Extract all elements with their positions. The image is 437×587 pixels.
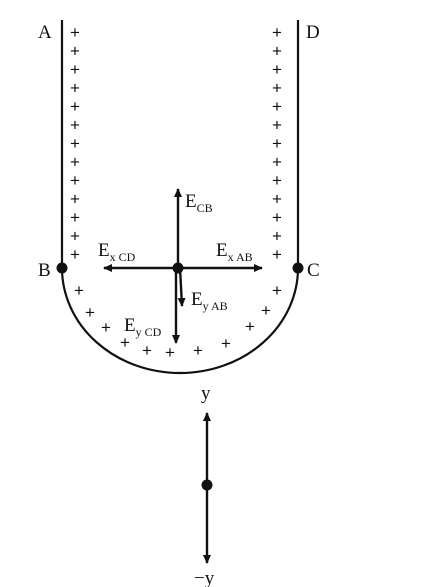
label-b: B <box>38 260 51 281</box>
charge-plus: + <box>272 23 282 42</box>
charge-plus: + <box>272 227 282 246</box>
charge-plus: + <box>193 341 203 360</box>
charge-plus: + <box>70 245 80 264</box>
charge-plus: + <box>70 190 80 209</box>
point-c-dot <box>292 262 304 274</box>
charge-plus: + <box>70 153 80 172</box>
charge-plus: + <box>70 42 80 61</box>
charge-plus: + <box>165 343 175 362</box>
label-e-x-ab: Ex AB <box>216 240 253 264</box>
axis-label-y: y <box>201 383 211 404</box>
charge-plus: + <box>272 42 282 61</box>
charge-plus: + <box>272 281 282 300</box>
axis-origin-dot <box>201 479 213 491</box>
charge-plus: + <box>272 245 282 264</box>
positive-charges: +++++++++++++++++++++++++++++++++++++ <box>70 23 282 362</box>
charge-plus: + <box>120 333 130 352</box>
charge-plus: + <box>70 116 80 135</box>
arrow-e-y-ab <box>177 267 186 307</box>
charge-plus: + <box>70 97 80 116</box>
charge-plus: + <box>272 60 282 79</box>
label-e-cb: ECB <box>185 191 213 215</box>
charge-plus: + <box>221 334 231 353</box>
label-c: C <box>307 260 320 281</box>
charge-plus: + <box>272 134 282 153</box>
axis-label-neg-y: −y <box>194 568 215 587</box>
charge-plus: + <box>272 116 282 135</box>
label-d: D <box>306 22 320 43</box>
charge-plus: + <box>272 79 282 98</box>
charge-plus: + <box>70 60 80 79</box>
charge-plus: + <box>272 190 282 209</box>
charge-plus: + <box>142 341 152 360</box>
label-e-y-cd: Ey CD <box>124 315 162 339</box>
charge-plus: + <box>70 23 80 42</box>
charge-plus: + <box>272 171 282 190</box>
charge-plus: + <box>272 153 282 172</box>
charge-plus: + <box>245 317 255 336</box>
charge-plus: + <box>70 208 80 227</box>
label-a: A <box>38 22 52 43</box>
charge-plus: + <box>85 303 95 322</box>
charge-plus: + <box>70 171 80 190</box>
charge-plus: + <box>70 79 80 98</box>
charge-plus: + <box>70 227 80 246</box>
charge-plus: + <box>261 301 271 320</box>
charge-plus: + <box>101 318 111 337</box>
label-e-y-ab: Ey AB <box>191 289 228 313</box>
charge-plus: + <box>70 134 80 153</box>
charged-rod <box>60 20 300 375</box>
charge-plus: + <box>74 281 84 300</box>
charge-plus: + <box>272 97 282 116</box>
charge-plus: + <box>272 208 282 227</box>
point-b-dot <box>56 262 68 274</box>
label-e-x-cd: Ex CD <box>98 240 136 264</box>
